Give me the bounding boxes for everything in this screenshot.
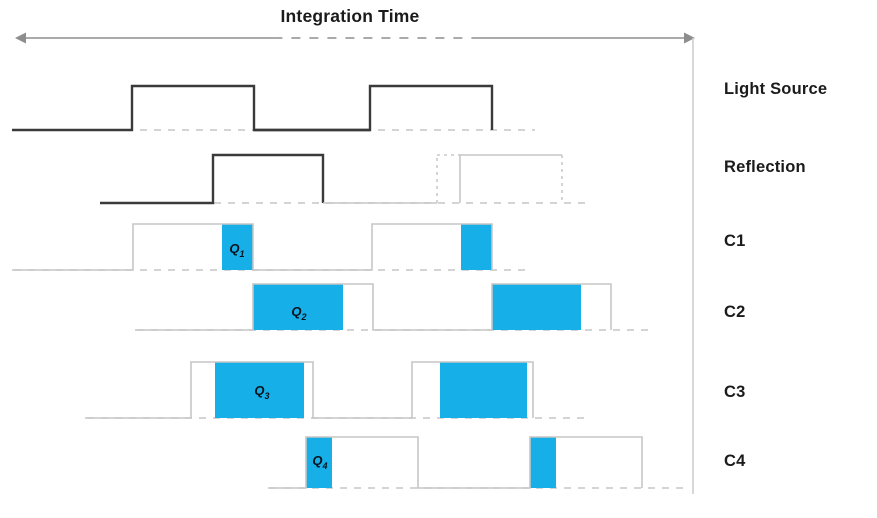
row-label-c2: C2 <box>724 303 746 321</box>
waveform-row-light-source <box>12 84 535 132</box>
waveform-row-c2 <box>135 283 650 331</box>
charge-fill-c2-2 <box>492 284 581 330</box>
row-label-c4: C4 <box>724 452 746 470</box>
axis-arrowhead-right <box>684 32 695 44</box>
charge-fill-c2-1 <box>253 284 343 330</box>
waveform-traces <box>12 84 690 489</box>
row-label-reflection: Reflection <box>724 158 806 176</box>
waveform-row-c1 <box>12 223 528 271</box>
waveform-row-reflection <box>100 153 590 205</box>
charge-fill-c4-2 <box>530 437 556 488</box>
charge-fill-c4-1 <box>306 437 332 488</box>
waveform-trace-c4 <box>268 436 643 489</box>
waveform-trace-reflection <box>100 153 325 205</box>
waveform-trace-c2 <box>135 283 612 331</box>
waveform-trace-light-source <box>12 84 494 132</box>
integration-time-title: Integration Time <box>280 6 420 26</box>
row-label-light-source: Light Source <box>724 80 828 98</box>
waveform-row-c4 <box>268 436 690 489</box>
integration-time-axis <box>15 32 695 44</box>
charge-fill-c3-2 <box>440 362 527 418</box>
waveform-trace-c1 <box>12 223 493 271</box>
ghost-solid-edge-1 <box>459 154 562 203</box>
charge-fill-c3-1 <box>215 362 304 418</box>
charge-fill-c1-1 <box>222 224 253 270</box>
waveform-trace-c3 <box>85 361 534 419</box>
waveform-row-c3 <box>85 361 590 419</box>
row-label-c1: C1 <box>724 232 746 250</box>
row-label-c3: C3 <box>724 383 746 401</box>
charge-fill-c1-2 <box>461 224 492 270</box>
axis-arrowhead-left <box>15 32 26 44</box>
